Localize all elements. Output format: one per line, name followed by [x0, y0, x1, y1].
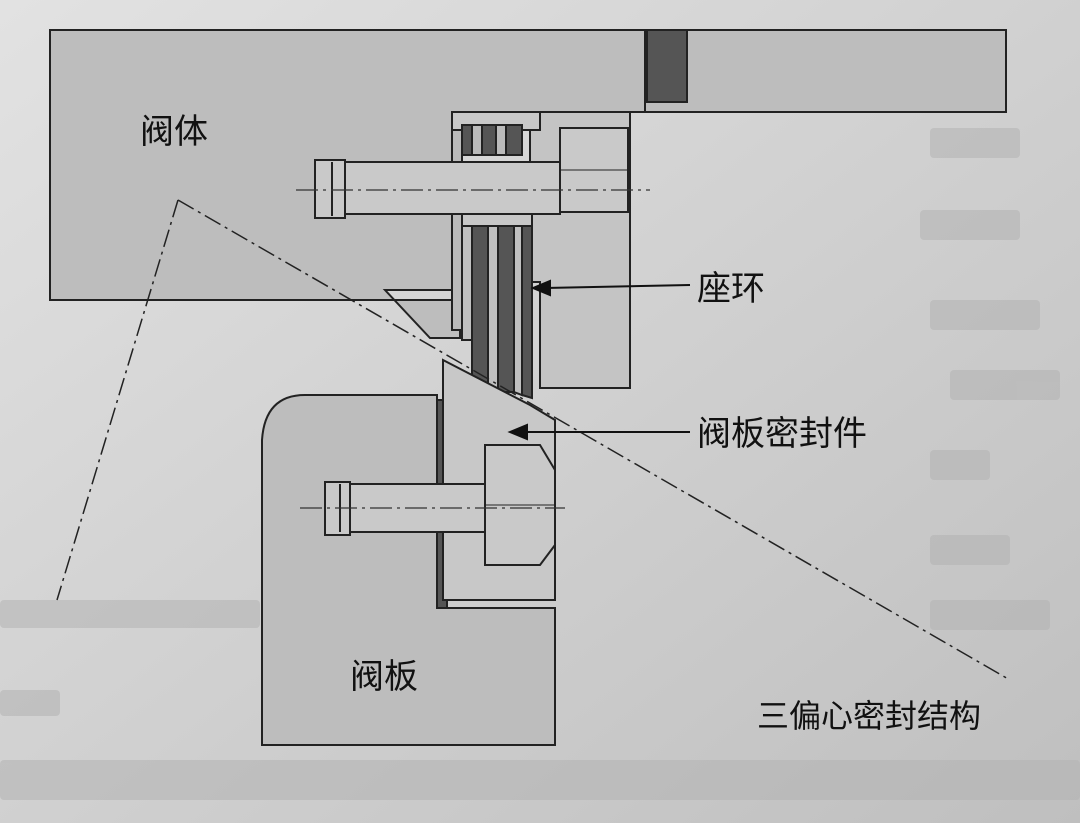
bleed-through-text	[0, 60, 1080, 800]
cone-lines	[56, 199, 1011, 681]
label-valve-body: 阀体	[140, 112, 208, 152]
label-seat-ring: 座环	[697, 269, 765, 309]
disc-screw	[324, 444, 556, 566]
seat-ring	[451, 111, 541, 400]
label-structure: 三偏心密封结构	[757, 697, 981, 735]
centerlines	[296, 189, 650, 509]
leader-arrows	[507, 279, 691, 441]
label-disc-seal: 阀板密封件	[697, 414, 867, 454]
body-dark-block	[646, 29, 688, 103]
label-valve-disc: 阀板	[350, 657, 418, 697]
body-screw	[314, 127, 629, 219]
